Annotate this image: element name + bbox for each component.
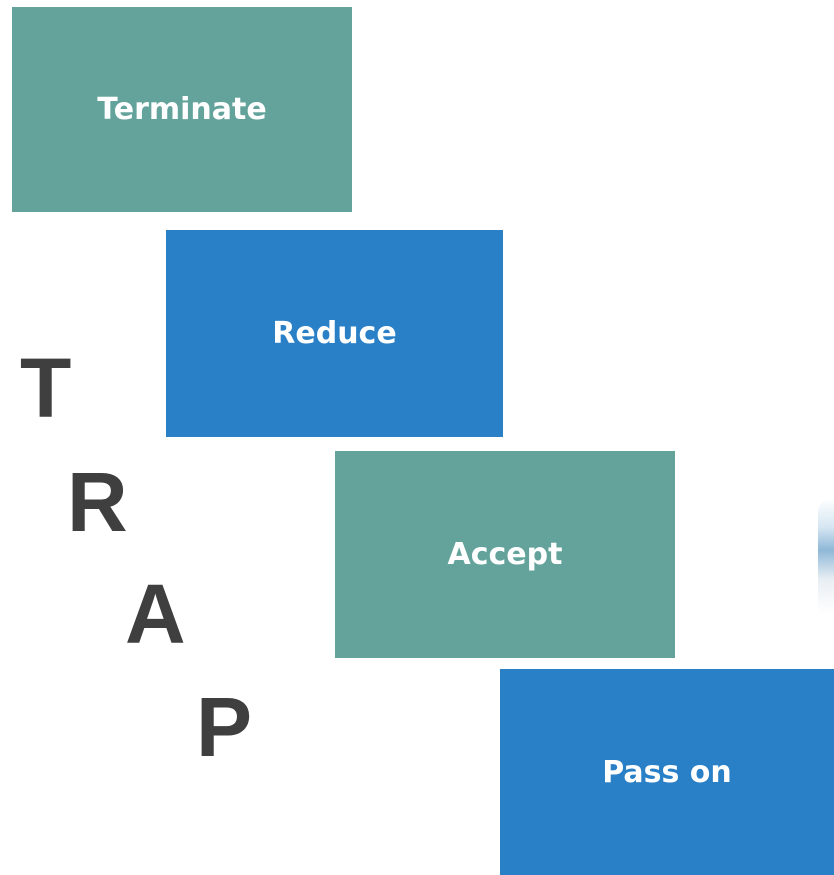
acronym-letter-t: T [20,341,72,435]
step-accept-label: Accept [447,537,563,572]
acronym-letter-a: A [125,567,186,661]
acronym-letter-p: P [196,680,253,774]
step-pass-on-box: Pass on [500,669,834,875]
step-terminate-box: Terminate [12,7,352,212]
step-terminate-label: Terminate [97,92,267,127]
acronym-letter-r: R [67,455,128,549]
step-accept-box: Accept [335,451,675,658]
step-reduce-box: Reduce [166,230,503,437]
step-pass-on-label: Pass on [602,754,732,790]
step-reduce-label: Reduce [272,316,397,351]
partial-image-edge [818,498,834,614]
